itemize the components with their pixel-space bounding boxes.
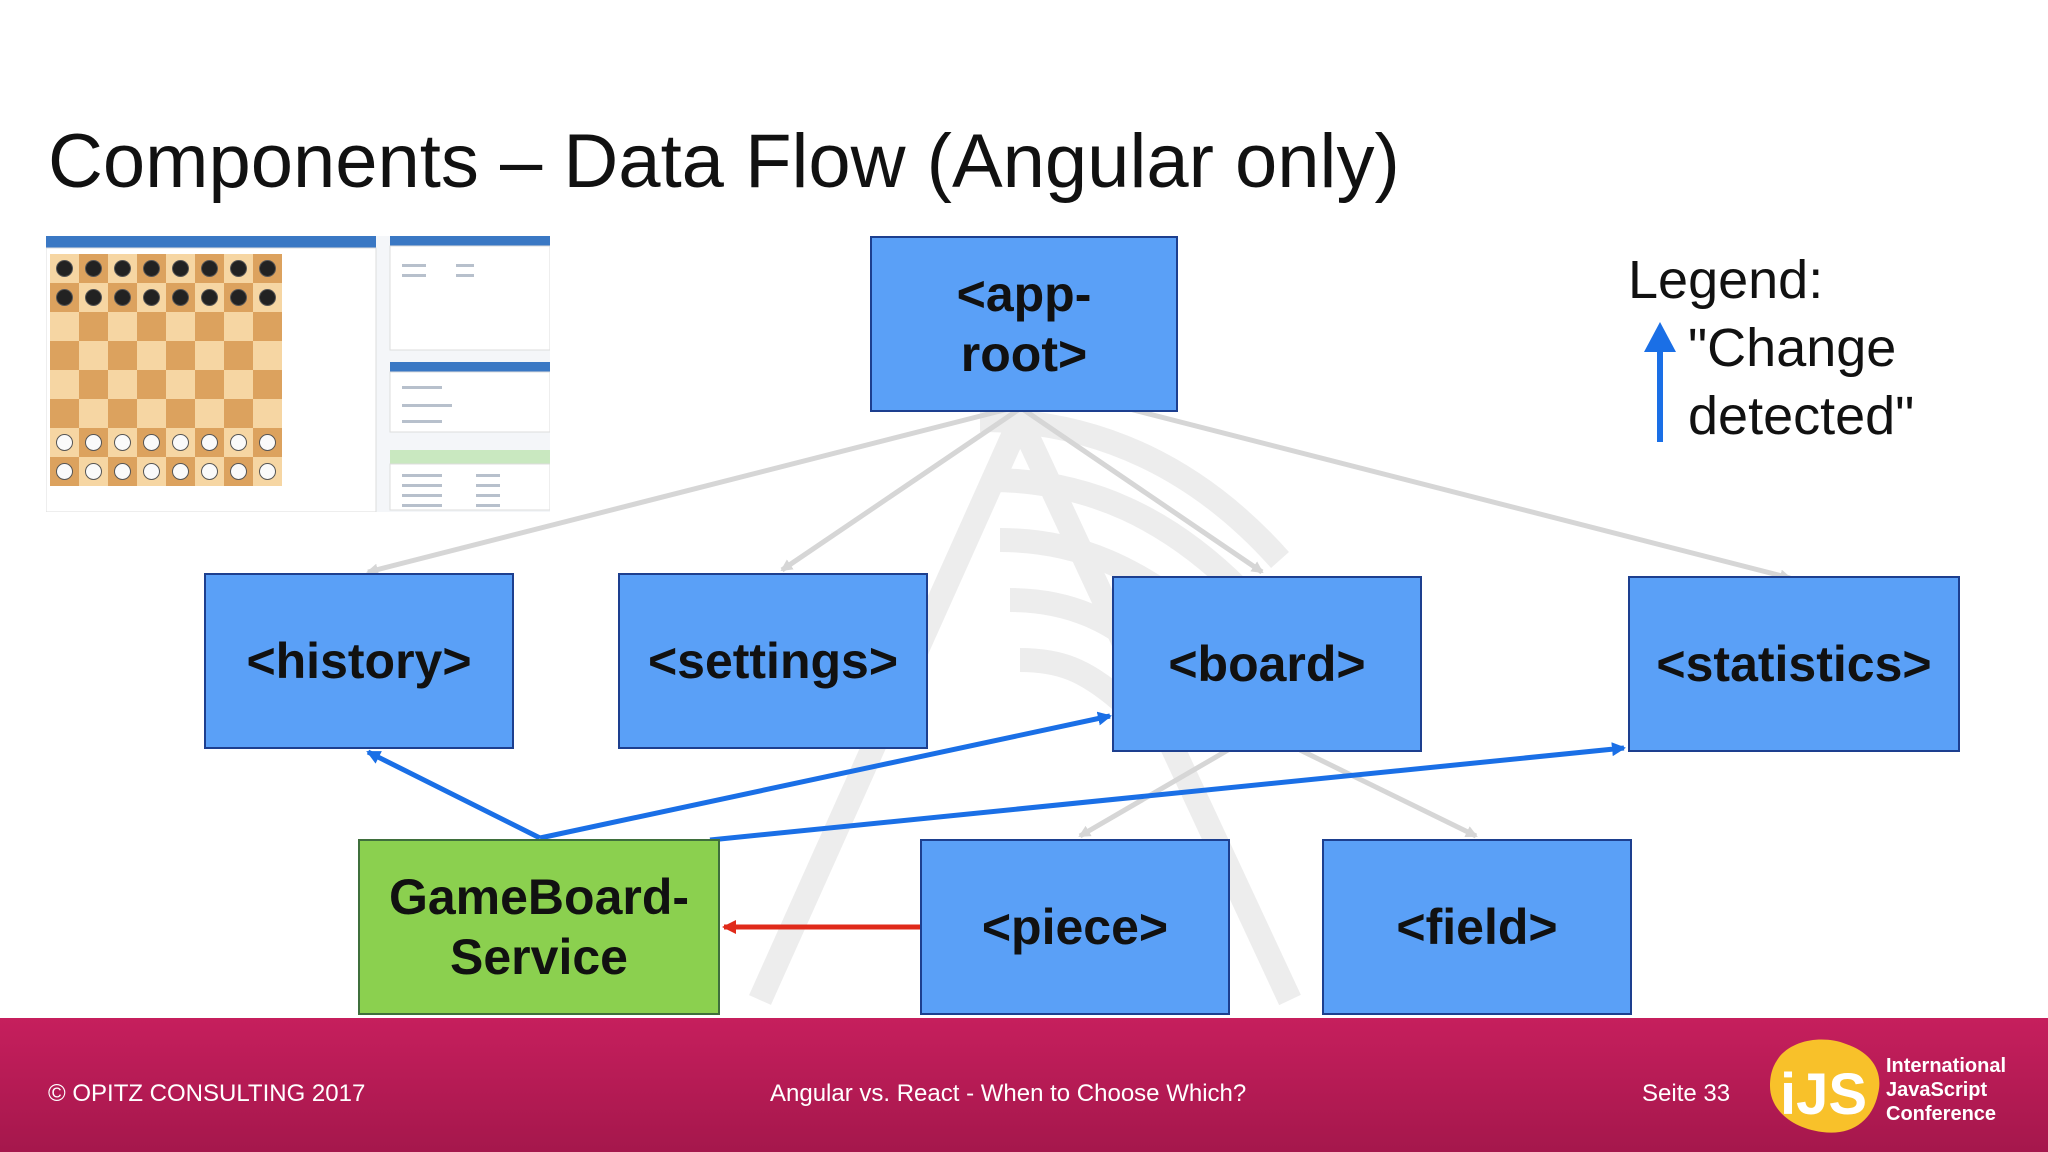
field-node: <field> xyxy=(1322,839,1632,1015)
edge-root-board xyxy=(1022,407,1264,575)
ijs-logo-text: International JavaScript Conference xyxy=(1886,1055,2007,1125)
edge-root-statistics xyxy=(1109,401,1792,582)
app-root-node: <app- root> xyxy=(870,236,1178,412)
piece-node: <piece> xyxy=(920,839,1230,1015)
arrow-service-board xyxy=(539,711,1112,841)
footer-copyright: © OPITZ CONSULTING 2017 xyxy=(48,1080,366,1107)
footer-page-number: Seite 33 xyxy=(1642,1080,1731,1107)
svg-text:iJS: iJS xyxy=(1780,1062,1867,1127)
statistics-node: <statistics> xyxy=(1628,576,1960,752)
gameboard-service-node: GameBoard- Service xyxy=(358,839,720,1015)
history-node: <history> xyxy=(204,573,514,749)
legend-arrow-icon xyxy=(1644,322,1676,442)
chess-app-screenshot-icon xyxy=(46,236,550,512)
edge-root-settings xyxy=(780,407,1020,573)
footer-bar: © OPITZ CONSULTING 2017 Angular vs. Reac… xyxy=(0,1018,2048,1152)
legend: Legend: "Change detected" xyxy=(1628,246,1914,446)
board-node: <board> xyxy=(1112,576,1422,752)
legend-text: "Change detected" xyxy=(1688,318,1915,446)
ijs-conference-logo: iJS International JavaScript Conference xyxy=(1760,1034,2036,1144)
settings-node: <settings> xyxy=(618,573,928,749)
footer-talk-title: Angular vs. React - When to Choose Which… xyxy=(770,1080,1247,1107)
edge-root-history xyxy=(366,405,1013,576)
edge-board-field xyxy=(1298,747,1478,839)
slide-title: Components – Data Flow (Angular only) xyxy=(48,119,1400,204)
ijs-logo-icon: iJS xyxy=(1770,1039,1880,1133)
arrow-service-statistics xyxy=(709,742,1626,843)
arrow-service-history xyxy=(366,749,542,841)
legend-title: Legend: xyxy=(1628,250,1824,310)
